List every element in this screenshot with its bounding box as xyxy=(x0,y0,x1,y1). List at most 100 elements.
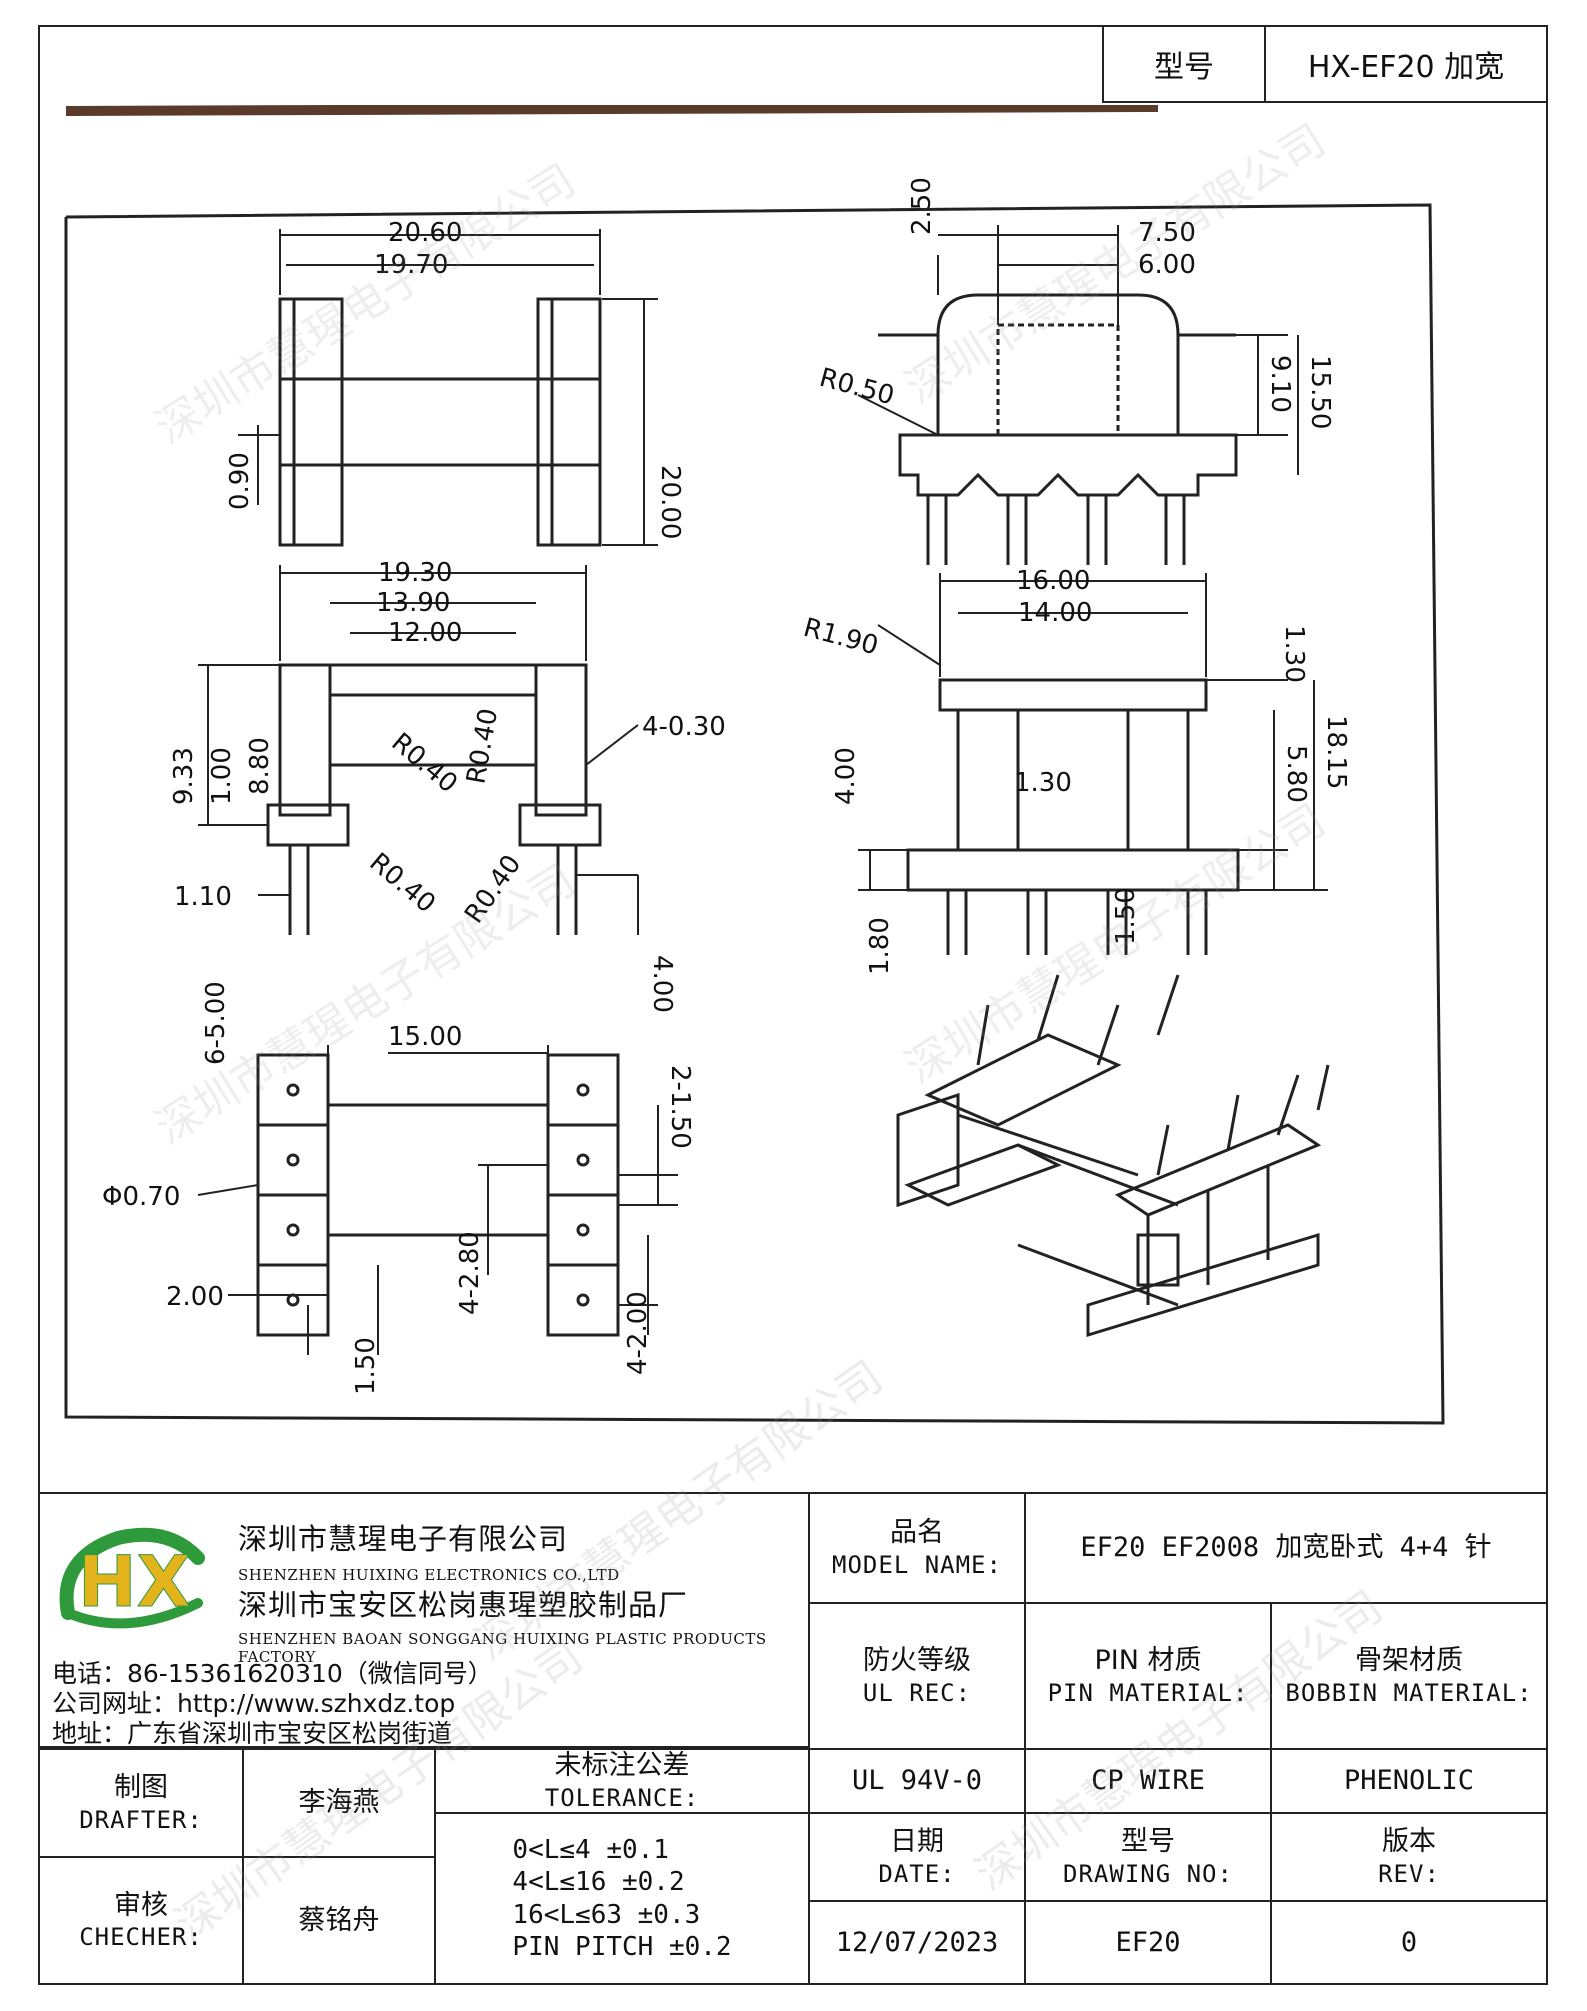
dim-label: 1.80 xyxy=(865,917,895,975)
bobbin-material-label: 骨架材质 BOBBIN MATERIAL: xyxy=(1270,1602,1548,1750)
tolerance-line: 0<L≤4 ±0.1 xyxy=(512,1834,669,1865)
dim-label: 8.80 xyxy=(245,737,275,795)
date-value-text: 12/07/2023 xyxy=(835,1926,999,1958)
drawing-no-label-en: DRAWING NO: xyxy=(1063,1859,1233,1888)
bobbin-value-text: PHENOLIC xyxy=(1343,1765,1475,1797)
tolerance-label-en: TOLERANCE: xyxy=(544,1783,700,1812)
dim-label: 4.00 xyxy=(647,955,677,1013)
dim-label: 15.00 xyxy=(388,1022,462,1052)
dim-label: 2.50 xyxy=(907,177,937,235)
dim-label: 2.00 xyxy=(166,1282,224,1312)
dim-label: 2-1.50 xyxy=(665,1065,695,1149)
drafter-name-text: 李海燕 xyxy=(298,1787,380,1819)
drawing-no-value-text: EF20 xyxy=(1115,1926,1181,1958)
bobbin-label-zh: 骨架材质 xyxy=(1355,1645,1463,1677)
checker-label: 审核 CHECHER: xyxy=(38,1856,244,1985)
view-front-left xyxy=(238,229,658,547)
dim-label: 6-5.00 xyxy=(201,981,231,1065)
date-label: 日期 DATE: xyxy=(808,1812,1026,1902)
model-name-text: EF20 EF2008 加宽卧式 4+4 针 xyxy=(1080,1532,1492,1564)
bobbin-material-value: PHENOLIC xyxy=(1270,1748,1548,1814)
dim-label: 5.80 xyxy=(1281,745,1311,803)
model-name-label: 品名 MODEL NAME: xyxy=(808,1492,1026,1604)
tolerance-line: 16<L≤63 ±0.3 xyxy=(512,1899,701,1930)
ul-label-zh: 防火等级 xyxy=(863,1645,971,1677)
company-name-cn: 深圳市慧瑆电子有限公司 xyxy=(238,1522,569,1556)
date-value: 12/07/2023 xyxy=(808,1900,1026,1985)
dim-label: 4.00 xyxy=(831,747,861,805)
company-phone: 电话：86-15361620310（微信同号） xyxy=(52,1659,493,1688)
rev-label-en: REV: xyxy=(1378,1859,1440,1888)
drafter-name: 李海燕 xyxy=(242,1748,436,1858)
dim-label: R1.90 xyxy=(800,613,881,662)
dim-label: 20.00 xyxy=(655,465,685,539)
dim-label: R0.40 xyxy=(364,847,441,919)
model-name-value: EF20 EF2008 加宽卧式 4+4 针 xyxy=(1024,1492,1548,1604)
watermark-text: 深圳市慧瑆电子有限公司 xyxy=(897,795,1334,1095)
bobbin-label-en: BOBBIN MATERIAL: xyxy=(1285,1678,1533,1707)
dim-label: Φ0.70 xyxy=(102,1182,180,1212)
model-name-label-zh: 品名 xyxy=(890,1517,944,1549)
ul-label-en: UL REC: xyxy=(862,1678,972,1707)
pin-label-en: PIN MATERIAL: xyxy=(1047,1678,1249,1707)
drafter-label: 制图 DRAFTER: xyxy=(38,1748,244,1858)
dim-label: 19.30 xyxy=(378,558,452,588)
pin-material-label: PIN 材质 PIN MATERIAL: xyxy=(1024,1602,1272,1750)
rev-value-text: 0 xyxy=(1400,1926,1418,1958)
drawing-no-value: EF20 xyxy=(1024,1900,1272,1985)
company-info: HX 深圳市慧瑆电子有限公司 SHENZHEN HUIXING ELECTRON… xyxy=(38,1492,810,1748)
dim-label: 1.50 xyxy=(1111,887,1141,945)
dim-label: R0.40 xyxy=(461,706,504,786)
dim-label: 1.00 xyxy=(207,747,237,805)
checker-name: 蔡铭舟 xyxy=(242,1856,436,1985)
company-logo: HX xyxy=(59,1527,205,1629)
dim-label: 9.10 xyxy=(1265,355,1295,413)
company-address: 地址：广东省深圳市宝安区松岗街道 xyxy=(52,1719,453,1748)
checker-label-zh: 审核 xyxy=(114,1889,168,1921)
dim-label: R0.50 xyxy=(816,363,897,412)
ul-label: 防火等级 UL REC: xyxy=(808,1602,1026,1750)
tolerance-label-zh: 未标注公差 xyxy=(554,1750,690,1782)
company-website: 公司网址：http://www.szhxdz.top xyxy=(52,1689,456,1718)
dim-label: 1.50 xyxy=(351,1337,381,1395)
title-block: HX 深圳市慧瑆电子有限公司 SHENZHEN HUIXING ELECTRON… xyxy=(38,1492,1548,1985)
checker-label-en: CHECHER: xyxy=(79,1923,203,1952)
tolerance-line: 4<L≤16 ±0.2 xyxy=(512,1867,685,1897)
pin-value-text: CP WIRE xyxy=(1091,1765,1205,1797)
tolerance-label: 未标注公差 TOLERANCE: xyxy=(434,1748,810,1814)
model-header-box: 型号 HX-EF20 加宽 xyxy=(1102,25,1548,103)
drawing-no-label: 型号 DRAWING NO: xyxy=(1024,1812,1272,1902)
ul-value-text: UL 94V-0 xyxy=(851,1765,983,1797)
ul-value: UL 94V-0 xyxy=(808,1748,1026,1814)
view-end-left xyxy=(198,565,639,935)
model-name-label-en: MODEL NAME: xyxy=(832,1550,1002,1579)
dim-label: 13.90 xyxy=(376,588,450,618)
date-label-en: DATE: xyxy=(878,1859,956,1888)
dim-label: 1.10 xyxy=(174,882,232,912)
drafter-label-en: DRAFTER: xyxy=(79,1805,203,1834)
rev-label: 版本 REV: xyxy=(1270,1812,1548,1902)
drafter-label-zh: 制图 xyxy=(114,1772,168,1804)
tolerance-values: 0<L≤4 ±0.1 4<L≤16 ±0.2 16<L≤63 ±0.3 PIN … xyxy=(434,1812,810,1985)
tolerance-line: PIN PITCH ±0.2 xyxy=(512,1932,732,1962)
dim-label: 6.00 xyxy=(1138,250,1196,280)
rev-label-zh: 版本 xyxy=(1382,1826,1436,1858)
view-bottom-left xyxy=(197,1045,678,1355)
pin-material-value: CP WIRE xyxy=(1024,1748,1272,1814)
technical-drawing: 20.60 19.70 20.00 0.90 7.50 6.00 2.50 9.… xyxy=(64,105,1445,1425)
dim-label: 4-2.00 xyxy=(623,1291,653,1375)
rev-value: 0 xyxy=(1270,1900,1548,1985)
checker-name-text: 蔡铭舟 xyxy=(298,1904,380,1936)
view-side-right xyxy=(857,225,1299,565)
factory-name-en: SHENZHEN BAOAN SONGGANG HUIXING PLASTIC … xyxy=(238,1630,767,1666)
dim-label: 12.00 xyxy=(388,618,462,648)
dim-label: 14.00 xyxy=(1018,598,1092,628)
dim-label: R0.40 xyxy=(386,727,463,799)
dim-label: 19.70 xyxy=(374,250,448,280)
view-isometric xyxy=(896,974,1330,1338)
dim-label: 4-0.30 xyxy=(642,712,726,742)
dim-label: 16.00 xyxy=(1016,566,1090,596)
dim-label: 1.30 xyxy=(1014,768,1072,798)
pin-label-zh: PIN 材质 xyxy=(1094,1645,1202,1677)
model-value: HX-EF20 加宽 xyxy=(1307,50,1505,85)
